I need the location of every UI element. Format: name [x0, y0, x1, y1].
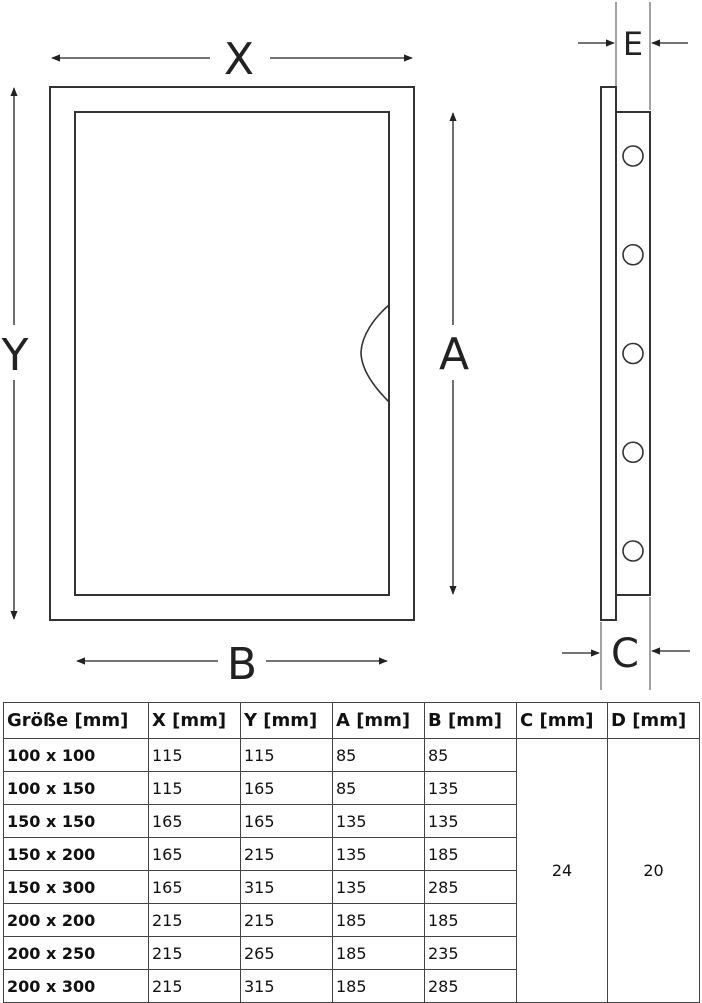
cell-b: 185: [424, 837, 517, 871]
cell-b: 85: [424, 738, 517, 772]
cell-size: 100 x 100: [3, 738, 149, 772]
mounting-hole: [622, 145, 644, 167]
front-view: [49, 86, 415, 621]
cell-a: 85: [332, 771, 425, 805]
cell-size: 200 x 200: [3, 903, 149, 937]
cell-y: 215: [240, 837, 333, 871]
cell-size: 150 x 200: [3, 837, 149, 871]
label-y: Y: [1, 330, 29, 381]
cell-x: 115: [148, 738, 241, 772]
cell-y: 315: [240, 969, 333, 1003]
cell-size: 100 x 150: [3, 771, 149, 805]
mounting-hole: [622, 540, 644, 562]
header-c: C [mm]: [516, 702, 608, 739]
header-d: D [mm]: [607, 702, 700, 739]
cell-x: 165: [148, 870, 241, 904]
mounting-hole: [622, 243, 644, 266]
cell-x: 165: [148, 837, 241, 871]
cell-y: 265: [240, 936, 333, 970]
cell-size: 200 x 250: [3, 936, 149, 970]
header-size: Größe [mm]: [3, 702, 149, 739]
table-row: 100 x 150 115 165 85 135: [3, 771, 700, 805]
side-body: [615, 111, 651, 596]
cell-y: 165: [240, 771, 333, 805]
cell-b: 285: [424, 969, 517, 1003]
cell-x: 165: [148, 804, 241, 838]
cell-b: 185: [424, 903, 517, 937]
mounting-hole: [622, 441, 644, 464]
label-a: A: [439, 329, 469, 380]
cell-size: 150 x 150: [3, 804, 149, 838]
cell-x: 215: [148, 969, 241, 1003]
cell-b: 135: [424, 804, 517, 838]
cell-x: 115: [148, 771, 241, 805]
header-x: X [mm]: [148, 702, 241, 739]
cell-size: 200 x 300: [3, 969, 149, 1003]
label-c: C: [611, 631, 639, 677]
cell-a: 135: [332, 804, 425, 838]
cell-b: 235: [424, 936, 517, 970]
cell-a: 85: [332, 738, 425, 772]
cell-y: 215: [240, 903, 333, 937]
header-y: Y [mm]: [240, 702, 333, 739]
table-row: 200 x 200 215 215 185 185: [3, 903, 700, 937]
cell-size: 150 x 300: [3, 870, 149, 904]
cell-y: 115: [240, 738, 333, 772]
cell-a: 135: [332, 837, 425, 871]
table-row: 150 x 300 165 315 135 285: [3, 870, 700, 904]
side-view: [600, 86, 651, 621]
cell-c: 24: [516, 738, 608, 1003]
outer-frame: [49, 86, 415, 621]
table-row: 100 x 100 115 115 85 85 24 20: [3, 738, 700, 1003]
cell-y: 315: [240, 870, 333, 904]
label-x: X: [224, 34, 254, 85]
cell-d: 20: [607, 738, 700, 1003]
cell-x: 215: [148, 936, 241, 970]
extension-lines: [600, 2, 651, 690]
table-row: 150 x 150 165 165 135 135: [3, 804, 700, 838]
header-b: B [mm]: [424, 702, 517, 739]
header-a: A [mm]: [332, 702, 425, 739]
side-view-holes: [622, 145, 644, 562]
label-e: E: [623, 25, 643, 63]
cell-y: 165: [240, 804, 333, 838]
table-header-row: Größe [mm] X [mm] Y [mm] A [mm] B [mm] C…: [3, 702, 700, 739]
cell-x: 215: [148, 903, 241, 937]
cell-a: 185: [332, 903, 425, 937]
inner-door: [74, 111, 390, 596]
cell-a: 185: [332, 936, 425, 970]
cell-b: 135: [424, 771, 517, 805]
technical-drawing: X Y A B E C: [1, 2, 690, 690]
cell-b: 285: [424, 870, 517, 904]
size-table: Größe [mm] X [mm] Y [mm] A [mm] B [mm] C…: [3, 702, 700, 1003]
table-row: 200 x 300 215 315 185 285: [3, 969, 700, 1003]
side-flange: [600, 86, 617, 621]
dimension-c: [562, 647, 690, 657]
cell-a: 185: [332, 969, 425, 1003]
mounting-hole: [622, 342, 644, 365]
door-grip: [360, 304, 390, 403]
table-row: 150 x 200 165 215 135 185: [3, 837, 700, 871]
cell-a: 135: [332, 870, 425, 904]
label-b: B: [227, 639, 257, 690]
